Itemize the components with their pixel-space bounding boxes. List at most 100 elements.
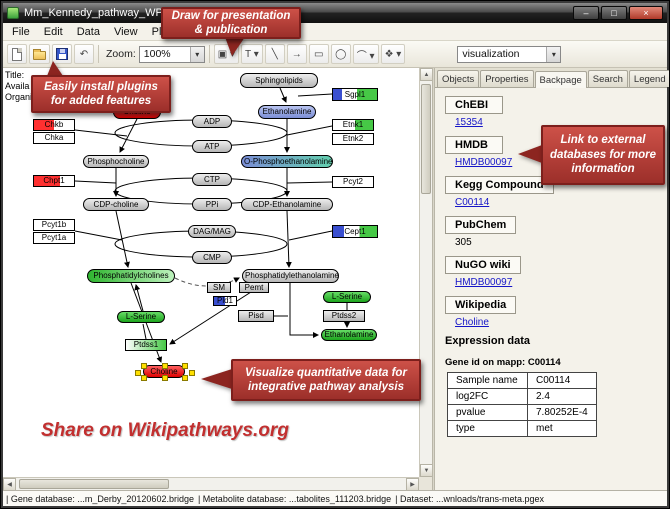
pathway-node[interactable]: Ptdss1 (125, 339, 167, 351)
pathway-node[interactable]: Choline (135, 363, 195, 381)
pathway-node[interactable]: Chka (33, 132, 75, 144)
menu-edit[interactable]: Edit (43, 25, 63, 38)
pathway-node[interactable]: L-Serine (323, 291, 371, 303)
pathway-node[interactable]: O-Phosphoethanolamine (241, 155, 333, 168)
external-link[interactable]: 15354 (455, 117, 483, 128)
pathway-node[interactable]: Ethanolamine (321, 329, 377, 341)
dropdown-arrow-icon[interactable] (189, 46, 204, 62)
open-file-icon (33, 48, 46, 60)
dropdown-arrow-icon[interactable] (546, 46, 561, 62)
pathway-node[interactable]: Chpt1 (33, 175, 75, 187)
file-button-group: ↶ (7, 44, 94, 64)
scroll-down-icon[interactable] (420, 464, 432, 477)
pathway-node[interactable]: Pisd (238, 310, 274, 322)
selection-handle[interactable] (135, 369, 141, 376)
new-file-icon[interactable] (7, 44, 27, 64)
menu-view[interactable]: View (113, 25, 138, 38)
selection-handle[interactable] (162, 363, 168, 369)
maximize-button[interactable]: □ (601, 6, 627, 20)
selection-handle[interactable] (182, 363, 188, 369)
pathway-node[interactable]: Phosphatidylethanolamines (242, 269, 339, 283)
minimize-button[interactable]: – (573, 6, 599, 20)
pathway-node[interactable]: CTP (192, 173, 232, 186)
pathway-node[interactable]: Pcyt1b (33, 219, 75, 231)
tab-objects[interactable]: Objects (437, 70, 480, 87)
selection-handle[interactable] (162, 375, 168, 381)
app-icon (7, 7, 19, 19)
panel-splitter[interactable] (432, 68, 435, 490)
pathway-node[interactable]: ATP (192, 140, 232, 153)
external-link[interactable]: Choline (455, 317, 489, 328)
tab-legend[interactable]: Legend (628, 70, 669, 87)
pathway-node[interactable]: DAG/MAG (188, 225, 236, 238)
scroll-right-icon[interactable] (406, 478, 419, 490)
selection-handle[interactable] (141, 375, 147, 381)
table-cell: log2FC (447, 388, 528, 405)
vertical-scroll-thumb[interactable] (421, 84, 431, 194)
selection-handle[interactable] (189, 369, 195, 376)
zoom-select[interactable]: 100% (138, 45, 205, 63)
template-tool[interactable]: ❖ ▾ (380, 44, 406, 64)
status-segment: | Dataset: ...wnloads/trans-meta.pgex (395, 493, 545, 504)
pathway-node[interactable]: ADP (192, 115, 232, 128)
callout-databases-pointer (518, 145, 542, 163)
table-cell: type (447, 420, 528, 437)
pathway-node[interactable]: SM (207, 282, 231, 293)
pathway-node[interactable]: Chkb (33, 119, 75, 131)
pathway-node[interactable]: Etnk1 (332, 119, 374, 131)
pathway-node[interactable]: L-Serine (117, 311, 165, 323)
oval-tool[interactable]: ◯ (330, 44, 351, 64)
pathway-node[interactable]: CMP (192, 251, 232, 264)
selection-handle[interactable] (182, 375, 188, 381)
table-cell: 7.80252E-4 (527, 404, 597, 421)
toolbar-separator (98, 45, 99, 63)
pathway-node[interactable]: Cept1 (332, 225, 378, 238)
pathway-node[interactable]: Phosphatidylcholines (87, 269, 175, 283)
close-button[interactable]: × (629, 6, 663, 20)
pathway-node[interactable]: Ethanolamine (258, 105, 316, 119)
vertical-scrollbar[interactable] (419, 68, 432, 477)
pathway-node[interactable]: CDP-Ethanolamine (241, 198, 333, 211)
menu-data[interactable]: Data (76, 25, 100, 38)
pathway-node[interactable]: Sgpl1 (332, 88, 378, 101)
titlebar[interactable]: Mm_Kennedy_pathway_WP1771_45176.gp... –□… (3, 3, 667, 23)
horizontal-scrollbar[interactable] (3, 477, 419, 490)
menubar: FileEditDataViewPluginsHelp (3, 23, 667, 41)
visualization-select[interactable]: visualization (457, 45, 562, 63)
arrow-tool[interactable]: → (286, 44, 307, 64)
pathway-node[interactable]: Sphingolipids (240, 73, 318, 88)
undo-icon[interactable]: ↶ (74, 44, 94, 64)
pathway-node[interactable]: Etnk2 (332, 133, 374, 145)
external-link[interactable]: C00114 (455, 197, 490, 208)
pathway-node[interactable]: Pld1 (213, 296, 237, 306)
scroll-left-icon[interactable] (3, 478, 16, 490)
pathway-node[interactable]: PPi (192, 198, 232, 211)
external-link[interactable]: HMDB00097 (455, 157, 513, 168)
horizontal-scroll-thumb[interactable] (19, 479, 169, 489)
line-tool[interactable]: ╲ (264, 44, 285, 64)
tab-properties[interactable]: Properties (480, 70, 534, 87)
pathway-node[interactable]: Pcyt2 (332, 176, 374, 188)
rectangle-tool[interactable]: ▭ (308, 44, 329, 64)
scroll-up-icon[interactable] (420, 68, 432, 81)
selection-handle[interactable] (141, 363, 147, 369)
external-link[interactable]: HMDB00097 (455, 277, 513, 288)
pathway-node[interactable]: Ptdss2 (323, 310, 365, 322)
pathway-node[interactable]: Pcyt1a (33, 232, 75, 244)
pathway-node[interactable]: Pemt (239, 282, 269, 293)
arc-tool[interactable]: ⌒ ▾ (352, 44, 379, 64)
tab-search[interactable]: Search (587, 70, 628, 87)
pathway-node[interactable]: Phosphocholine (83, 155, 149, 168)
pathway-node[interactable]: CDP-choline (83, 198, 149, 211)
tab-backpage[interactable]: Backpage (534, 71, 587, 88)
callout-plugins: Easily install plugins for added feature… (31, 75, 171, 113)
open-file-icon[interactable] (29, 44, 50, 64)
label-tool[interactable]: T ▾ (241, 44, 263, 64)
menu-file[interactable]: File (12, 25, 30, 38)
new-file-icon (12, 47, 22, 61)
